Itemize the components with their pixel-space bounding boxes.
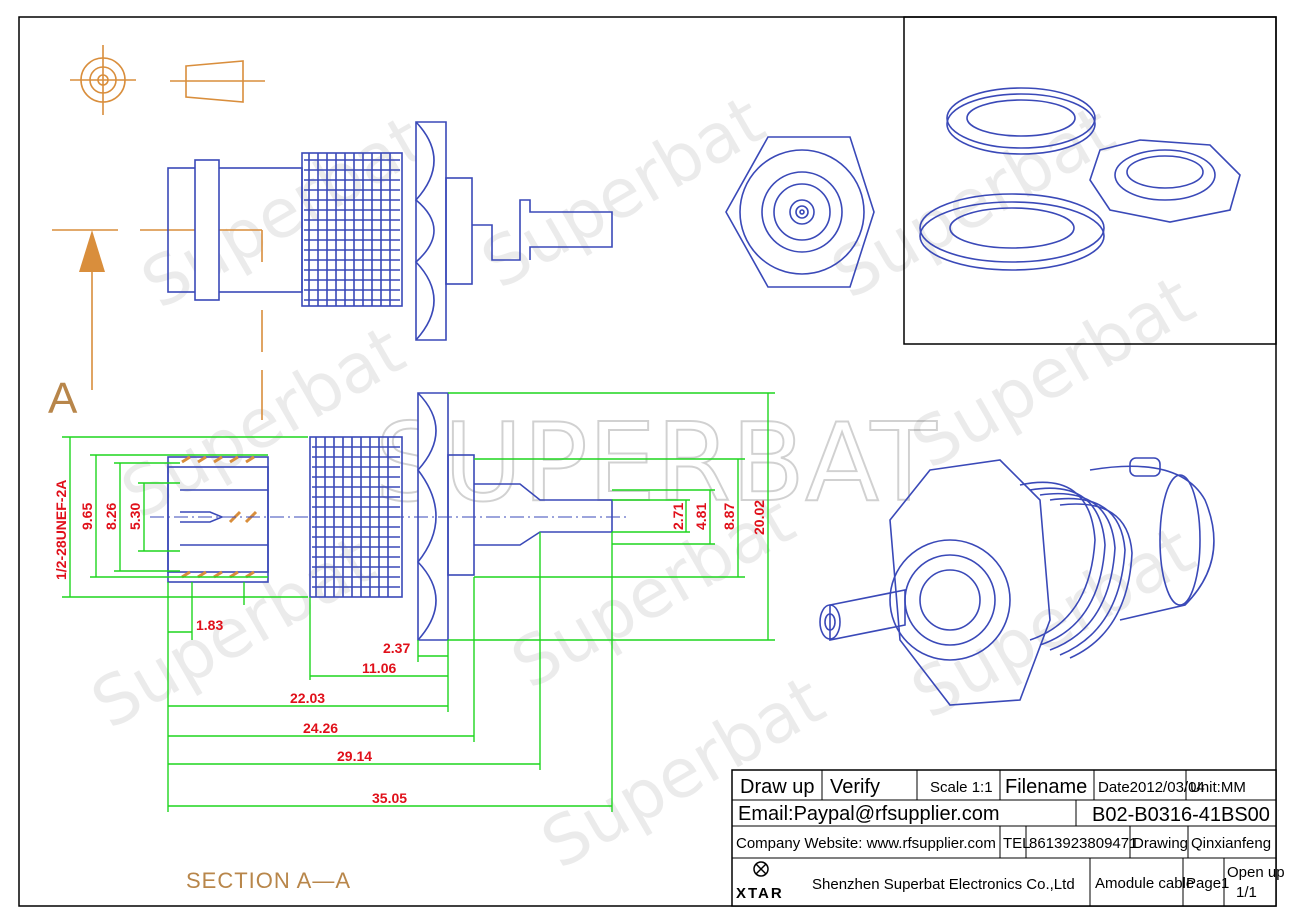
product-name: Amodule cable [1095,875,1194,892]
drawing-border [18,16,1277,907]
lock-washer [946,87,1096,155]
xtar-logo: XTAR [736,861,784,902]
dim-24-26: 24.26 [303,720,338,736]
verify-label: Verify [830,776,880,798]
watermark-text: Superbat [79,521,388,745]
dim-11-06: 11.06 [362,660,396,676]
accessories-box [903,16,1277,345]
filename-label: Filename [1005,776,1087,798]
watermark-text: Superbat [469,81,778,305]
open-up-label: Open up [1227,864,1285,881]
dim-4-81: 4.81 [693,503,709,530]
website-text: Company Website: www.rfsupplier.com [736,835,996,852]
draw-up-label: Draw up [740,776,814,798]
dim-2-37: 2.37 [383,640,410,656]
dim-29-14: 29.14 [337,748,372,764]
dim-2-71: 2.71 [670,503,686,530]
tel-value: 8613923809471 [1029,835,1137,852]
section-letter: A [48,374,78,423]
dim-8-87: 8.87 [721,503,737,530]
date-label: Date2012/03/04 [1098,779,1205,796]
dim-8-26: 8.26 [103,503,119,530]
company-name: Shenzhen Superbat Electronics Co.,Ltd [812,876,1075,893]
isometric-connector [819,457,1215,706]
hex-nut [1089,139,1241,223]
watermark-text: Superbat [129,101,438,325]
filename-value: B02-B0316-41BS00 [1092,804,1270,826]
side-view-connector [167,121,613,341]
scale-label: Scale 1:1 [930,779,993,796]
logo-text: XTAR [736,885,784,902]
unit-label: Unit:MM [1190,779,1246,796]
page-label: Page1 [1186,875,1229,892]
dimension-labels: 1/2-28UNEF-2A 9.65 8.26 5.30 2.71 4.81 8… [53,480,767,806]
title-block: Draw up Verify Scale 1:1 Filename Date20… [731,769,1285,907]
thread-spec-label: 1/2-28UNEF-2A [53,480,69,580]
dim-22-03: 22.03 [290,690,325,706]
tel-label: TEL [1003,835,1031,852]
section-view [150,392,628,641]
dim-1-83: 1.83 [196,617,223,633]
dim-20-02: 20.02 [751,500,767,535]
drawing-label: Drawing [1133,835,1188,852]
email-text: Email:Paypal@rfsupplier.com [738,803,1000,825]
watermark-text: Superbat [899,261,1208,485]
flat-washer [919,193,1105,271]
watermark-text: Superbat [899,511,1208,735]
watermark-text: Superbat [109,311,418,535]
dim-35-05: 35.05 [372,790,407,806]
watermark-text: Superbat [819,91,1128,315]
front-view-nut [725,136,875,288]
page-count: 1/1 [1236,884,1257,901]
dimension-lines [62,392,775,812]
drawer-name: Qinxianfeng [1191,835,1271,852]
watermark-banner: SUPERBAT [375,401,938,526]
section-title: SECTION A—A [186,868,351,893]
arrow-up-icon [79,230,105,272]
dim-9-65: 9.65 [79,503,95,530]
projection-symbol [70,45,265,115]
dim-5-30: 5.30 [127,503,143,530]
